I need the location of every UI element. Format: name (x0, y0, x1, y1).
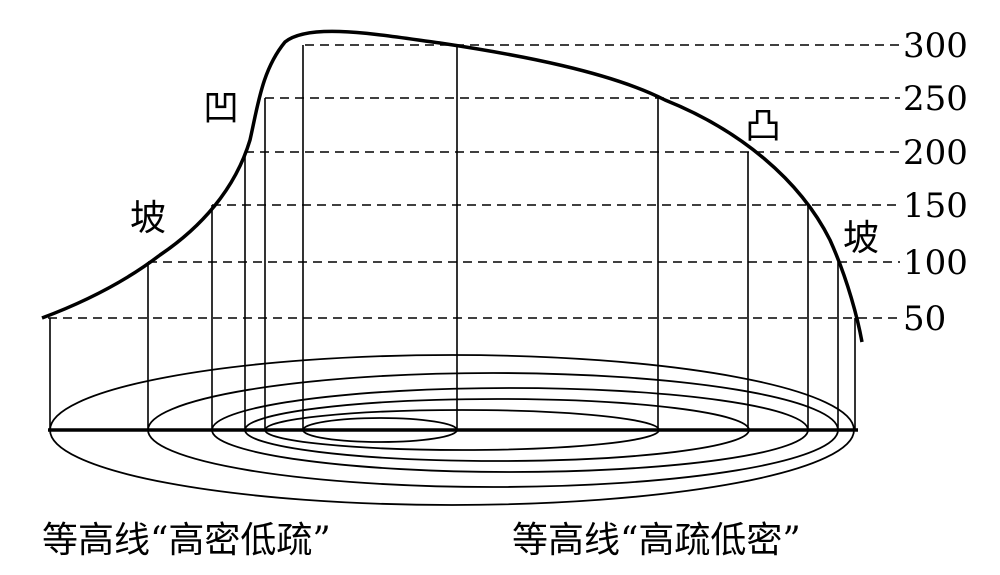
slope-label-left: 坡 (130, 198, 166, 239)
elevation-label: 300 (903, 26, 968, 66)
elevation-labels: 300 250 200 150 100 50 (903, 26, 968, 339)
elevation-label: 50 (903, 299, 946, 339)
slope-label-right: 坡 (843, 218, 879, 259)
elevation-guides (48, 44, 900, 319)
elevation-label: 150 (903, 186, 968, 226)
elevation-label: 100 (903, 243, 968, 283)
convex-label: 凸 (745, 106, 781, 147)
caption-left: 等高线“高密低疏” (42, 520, 331, 561)
elevation-label: 200 (903, 133, 968, 173)
caption-right: 等高线“高疏低密” (512, 520, 801, 561)
elevation-label: 250 (903, 79, 968, 119)
projection-lines (49, 45, 856, 430)
concave-label: 凹 (203, 88, 239, 129)
terrain-profile (41, 29, 864, 343)
